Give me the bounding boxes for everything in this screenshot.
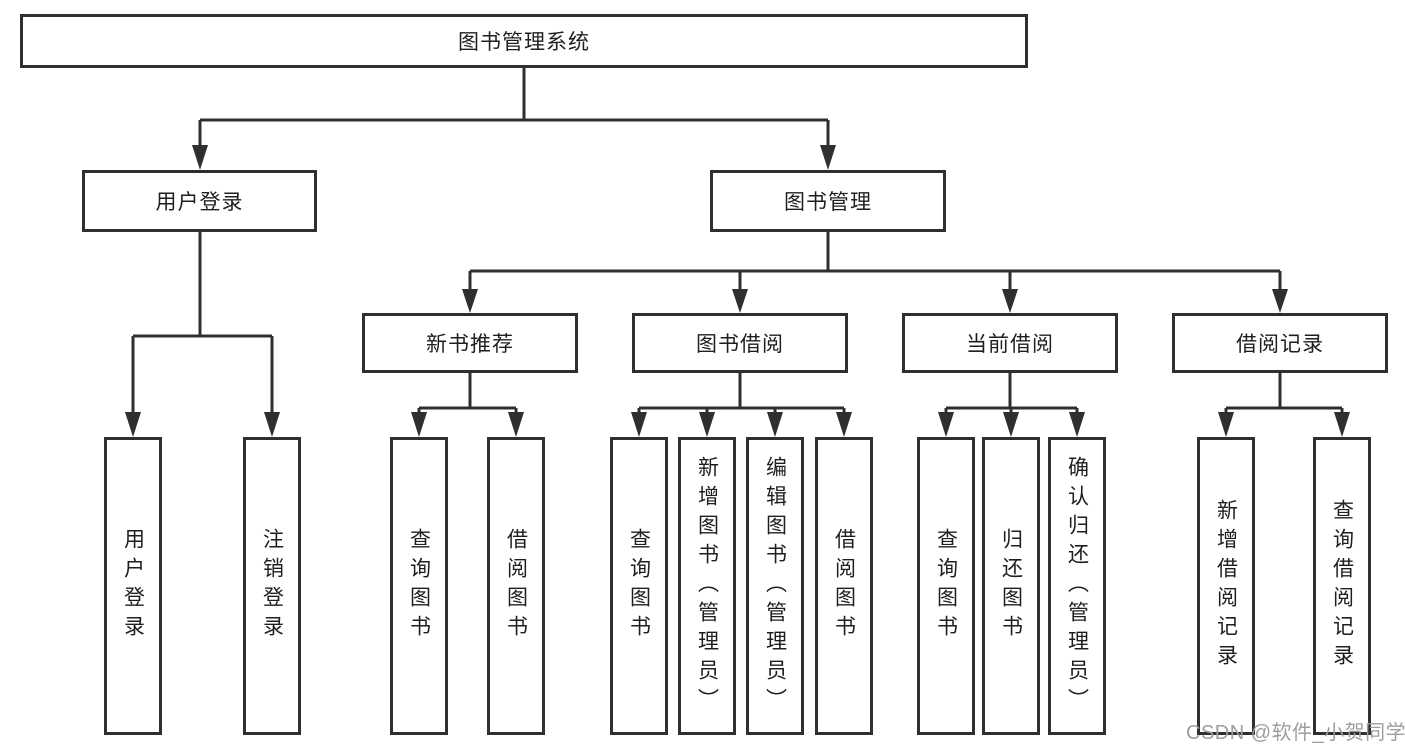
node-new-book-recommendation: 新书推荐 (362, 313, 578, 373)
connector-user-login-to-leaves (131, 232, 274, 414)
node-add-book-admin: 新增图书（管理员） (678, 437, 736, 735)
node-label: 图书管理系统 (458, 31, 590, 54)
node-label: 新增图书（管理员） (695, 455, 719, 717)
node-label: 当前借阅 (966, 333, 1054, 356)
node-library-management-system: 图书管理系统 (20, 14, 1028, 68)
node-borrowing-records: 借阅记录 (1172, 313, 1388, 373)
node-return-books: 归还图书 (982, 437, 1040, 735)
connector-recommend-to-leaves (417, 373, 518, 415)
node-label: 查询图书 (934, 528, 958, 644)
node-user-login-branch: 用户登录 (82, 170, 317, 232)
node-label: 用户登录 (121, 528, 145, 644)
node-query-books-current: 查询图书 (917, 437, 975, 735)
node-label: 编辑图书（管理员） (763, 455, 787, 717)
node-label: 查询图书 (407, 528, 431, 644)
node-confirm-return-admin: 确认归还（管理员） (1048, 437, 1106, 735)
connector-records-to-leaves (1224, 373, 1344, 415)
node-label: 图书借阅 (696, 333, 784, 356)
node-edit-book-admin: 编辑图书（管理员） (746, 437, 804, 735)
connector-borrowing-to-leaves (637, 373, 846, 415)
node-user-login: 用户登录 (104, 437, 162, 735)
node-label: 新书推荐 (426, 333, 514, 356)
connector-root-to-level2 (198, 68, 830, 147)
connector-current-to-leaves (944, 373, 1079, 415)
node-current-borrowing: 当前借阅 (902, 313, 1118, 373)
arrowheads (125, 145, 1350, 437)
node-label: 借阅记录 (1236, 333, 1324, 356)
node-borrow-books-borrowing: 借阅图书 (815, 437, 873, 735)
csdn-watermark: CSDN @软件_小贺同学 (1186, 722, 1405, 744)
node-label: 图书管理 (784, 191, 872, 214)
connector-book-management-to-level3 (468, 232, 1282, 291)
node-query-books-borrowing: 查询图书 (610, 437, 668, 735)
node-label: 注销登录 (260, 528, 284, 644)
node-logout: 注销登录 (243, 437, 301, 735)
node-label: 用户登录 (155, 191, 244, 214)
node-label: 查询图书 (627, 528, 651, 644)
node-add-borrow-record: 新增借阅记录 (1197, 437, 1255, 735)
node-label: 确认归还（管理员） (1065, 455, 1089, 717)
node-book-management: 图书管理 (710, 170, 946, 232)
node-query-borrow-record: 查询借阅记录 (1313, 437, 1371, 735)
node-book-borrowing: 图书借阅 (632, 313, 848, 373)
node-label: 查询借阅记录 (1330, 499, 1354, 673)
node-label: 归还图书 (999, 528, 1023, 644)
node-label: 借阅图书 (832, 528, 856, 644)
node-query-books-recommend: 查询图书 (390, 437, 448, 735)
node-borrow-books-recommend: 借阅图书 (487, 437, 545, 735)
node-label: 借阅图书 (504, 528, 528, 644)
node-label: 新增借阅记录 (1214, 499, 1238, 673)
